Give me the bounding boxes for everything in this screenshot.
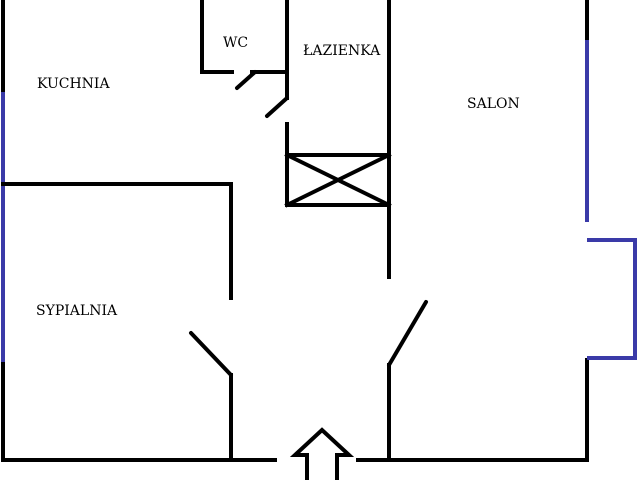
- room-label-sypialnia: SYPIALNIA: [36, 303, 118, 319]
- outer-walls: [1, 0, 589, 462]
- shaft-cross-b: [284, 152, 392, 208]
- shaft-box: [285, 153, 391, 207]
- door-sypialnia: [189, 331, 233, 377]
- interior-walls: [1, 0, 391, 462]
- balcony: [587, 238, 637, 360]
- room-label-wc: WC: [223, 35, 248, 51]
- ventilation-shaft-icon: [284, 152, 392, 208]
- door-lazienka: [265, 96, 289, 118]
- doors: [189, 70, 428, 377]
- room-label-lazienka: ŁAZIENKA: [303, 43, 381, 59]
- entrance-arrow-icon: [289, 427, 355, 480]
- windows: [1, 40, 637, 362]
- door-salon: [387, 300, 428, 367]
- room-label-salon: SALON: [467, 96, 520, 112]
- door-wc: [235, 70, 257, 90]
- room-label-kuchnia: KUCHNIA: [37, 76, 110, 92]
